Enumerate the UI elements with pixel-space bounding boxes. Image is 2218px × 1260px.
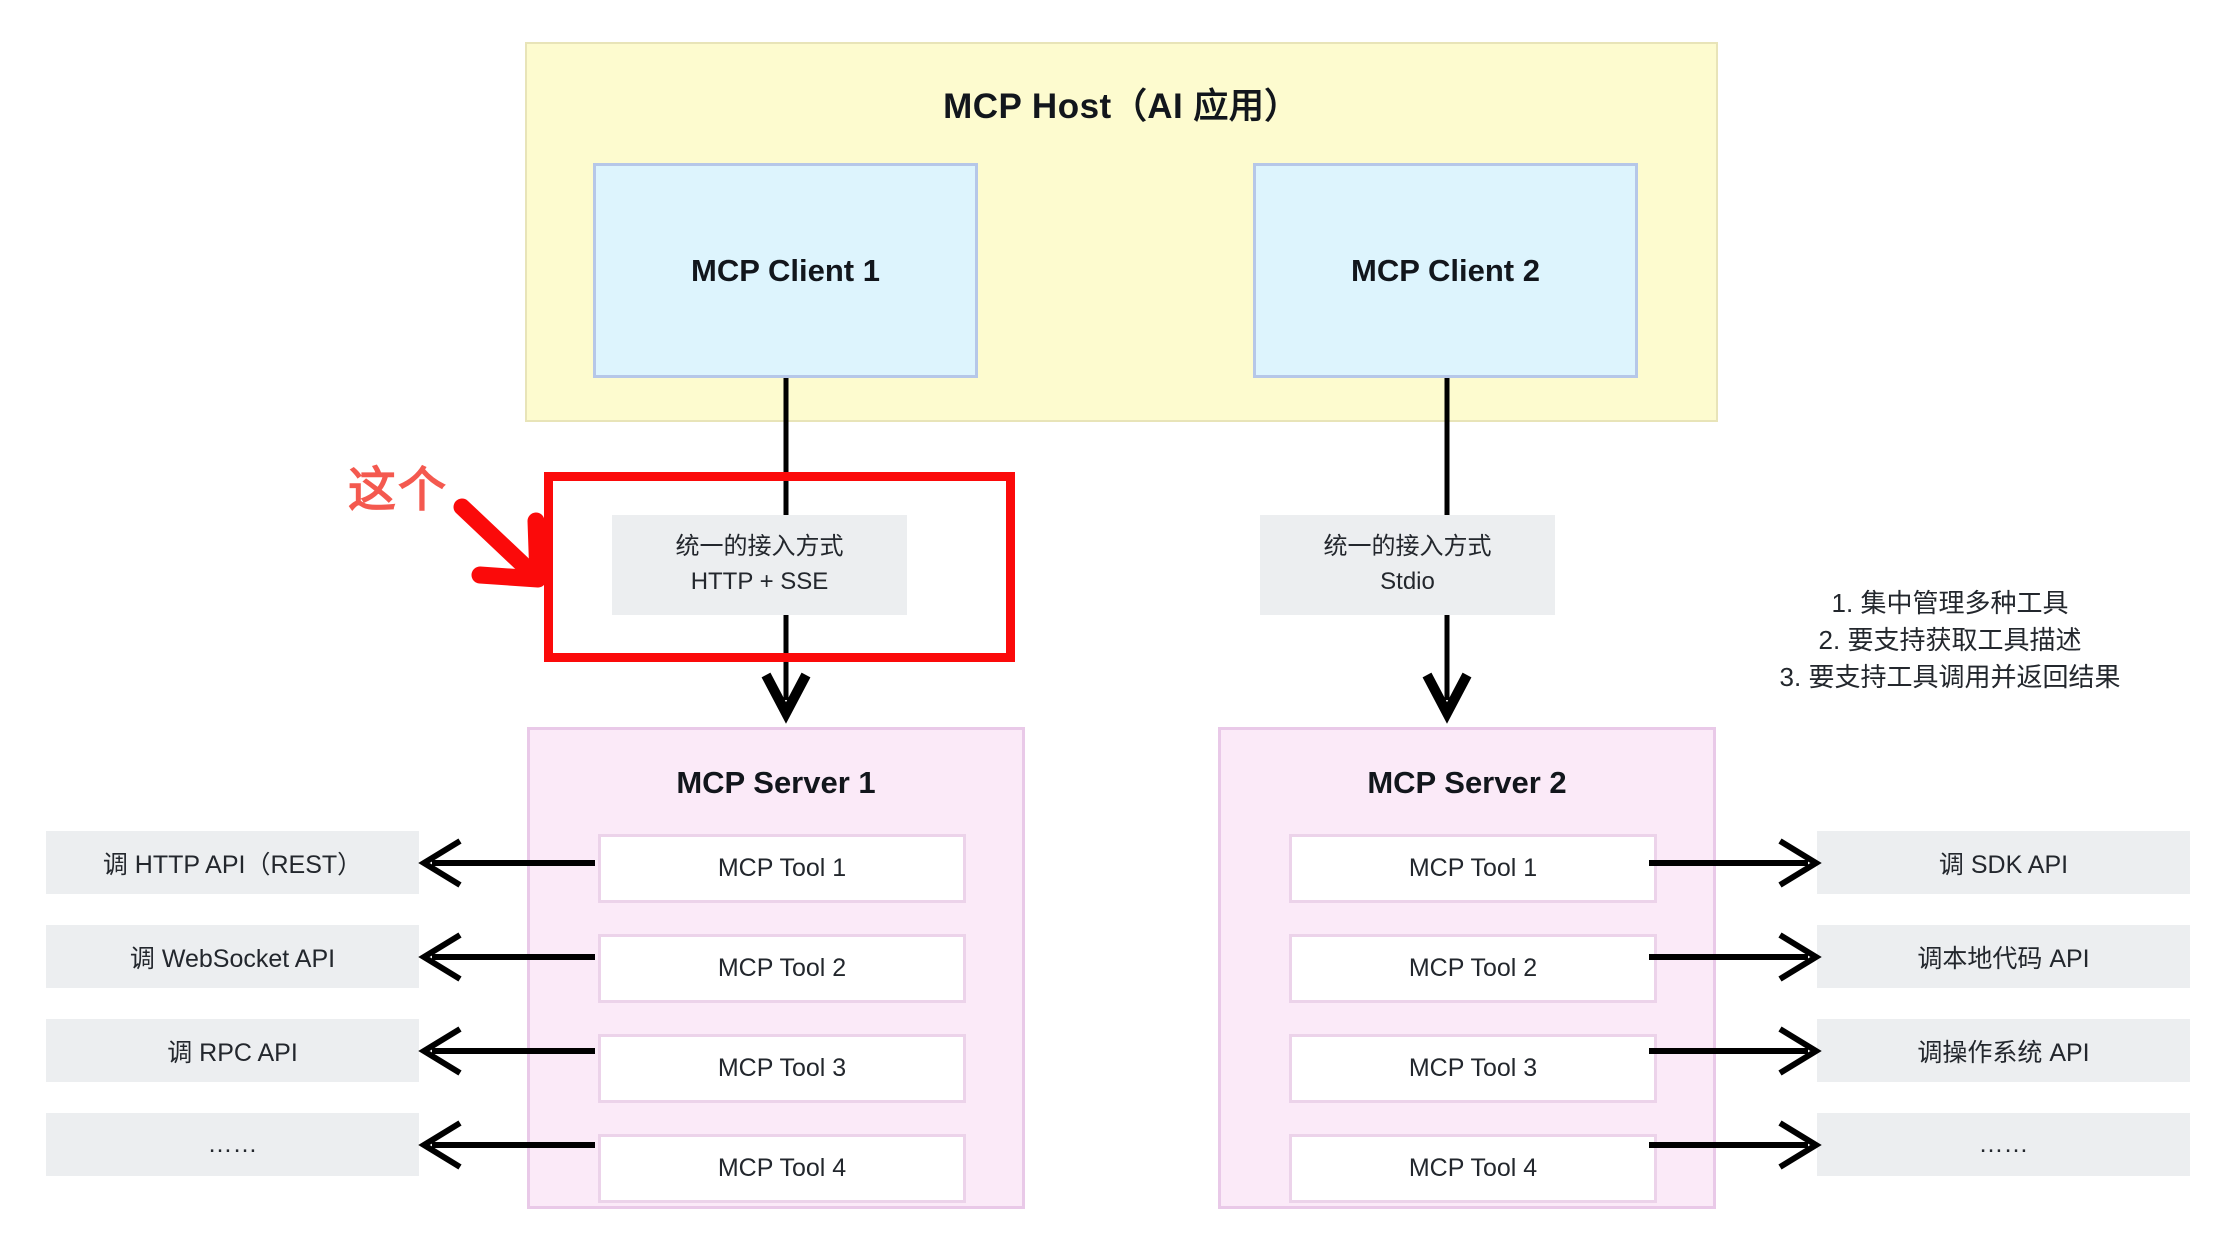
tool-label: MCP Tool 3 xyxy=(717,1054,847,1082)
transport-1-line-1: 统一的接入方式 xyxy=(675,533,844,561)
annotation-label: 这个 xyxy=(348,464,449,517)
mcp-client-1-label: MCP Client 1 xyxy=(691,252,880,288)
tool-box[interactable]: MCP Tool 2 xyxy=(598,934,966,1003)
left-api-label: 调 HTTP API（REST） xyxy=(102,850,363,879)
right-api-label: 调 SDK API xyxy=(1938,850,2069,879)
tool-label: MCP Tool 4 xyxy=(1408,1154,1538,1182)
transport-2-line-1: 统一的接入方式 xyxy=(1323,533,1492,561)
mcp-server-2-tool-list: MCP Tool 1 MCP Tool 2 MCP Tool 3 MCP Too… xyxy=(1289,834,1657,1234)
mcp-server-1-tool-list: MCP Tool 1 MCP Tool 2 MCP Tool 3 MCP Too… xyxy=(598,834,966,1234)
mcp-server-2-container: MCP Server 2 MCP Tool 1 MCP Tool 2 MCP T… xyxy=(1218,727,1716,1209)
highlight-rectangle xyxy=(544,472,1015,662)
mcp-server-2-title: MCP Server 2 xyxy=(1367,765,1567,800)
tool-label: MCP Tool 2 xyxy=(717,954,847,982)
tool-box[interactable]: MCP Tool 2 xyxy=(1289,934,1657,1003)
right-api-box: 调操作系统 API xyxy=(1817,1019,2190,1082)
left-api-label: 调 RPC API xyxy=(167,1038,298,1067)
tool-box[interactable]: MCP Tool 4 xyxy=(598,1134,966,1203)
tool-label: MCP Tool 4 xyxy=(717,1154,847,1182)
right-api-label: 调本地代码 API xyxy=(1917,944,2090,973)
note-item: 3. 要支持工具调用并返回结果 xyxy=(1779,661,2121,692)
mcp-client-2-box[interactable]: MCP Client 2 xyxy=(1253,163,1638,378)
mcp-client-1-box[interactable]: MCP Client 1 xyxy=(593,163,978,378)
mcp-server-1-title: MCP Server 1 xyxy=(676,765,876,800)
tool-box[interactable]: MCP Tool 1 xyxy=(598,834,966,903)
right-api-box: 调本地代码 API xyxy=(1817,925,2190,988)
right-api-label: 调操作系统 API xyxy=(1917,1038,2090,1067)
mcp-client-2-label: MCP Client 2 xyxy=(1351,252,1540,288)
mcp-server-1-container: MCP Server 1 MCP Tool 1 MCP Tool 2 MCP T… xyxy=(527,727,1025,1209)
arrow-down-right-icon xyxy=(453,498,547,588)
tool-label: MCP Tool 3 xyxy=(1408,1054,1538,1082)
note-item: 1. 集中管理多种工具 xyxy=(1831,588,2069,618)
requirements-note-list: 1. 集中管理多种工具 2. 要支持获取工具描述 3. 要支持工具调用并返回结果 xyxy=(1700,585,2200,696)
tool-label: MCP Tool 1 xyxy=(717,854,847,882)
note-item: 2. 要支持获取工具描述 xyxy=(1818,624,2082,655)
transport-1-line-2: HTTP + SSE xyxy=(690,568,829,595)
tool-box[interactable]: MCP Tool 1 xyxy=(1289,834,1657,903)
left-api-box: …… xyxy=(46,1113,419,1176)
right-api-box: 调 SDK API xyxy=(1817,831,2190,894)
left-api-box: 调 HTTP API（REST） xyxy=(46,831,419,894)
tool-box[interactable]: MCP Tool 3 xyxy=(598,1034,966,1103)
transport-box-http-sse: 统一的接入方式 HTTP + SSE xyxy=(612,515,907,615)
right-api-box: …… xyxy=(1817,1113,2190,1176)
left-api-box: 调 RPC API xyxy=(46,1019,419,1082)
left-api-label: …… xyxy=(207,1130,258,1158)
left-api-box: 调 WebSocket API xyxy=(46,925,419,988)
tool-box[interactable]: MCP Tool 4 xyxy=(1289,1134,1657,1203)
right-api-label: …… xyxy=(1978,1130,2029,1158)
tool-label: MCP Tool 1 xyxy=(1408,854,1538,882)
transport-box-stdio: 统一的接入方式 Stdio xyxy=(1260,515,1555,615)
mcp-host-title: MCP Host（AI 应用） xyxy=(943,87,1300,126)
left-api-label: 调 WebSocket API xyxy=(129,944,336,973)
tool-label: MCP Tool 2 xyxy=(1408,954,1538,982)
transport-2-line-2: Stdio xyxy=(1380,568,1435,595)
tool-box[interactable]: MCP Tool 3 xyxy=(1289,1034,1657,1103)
